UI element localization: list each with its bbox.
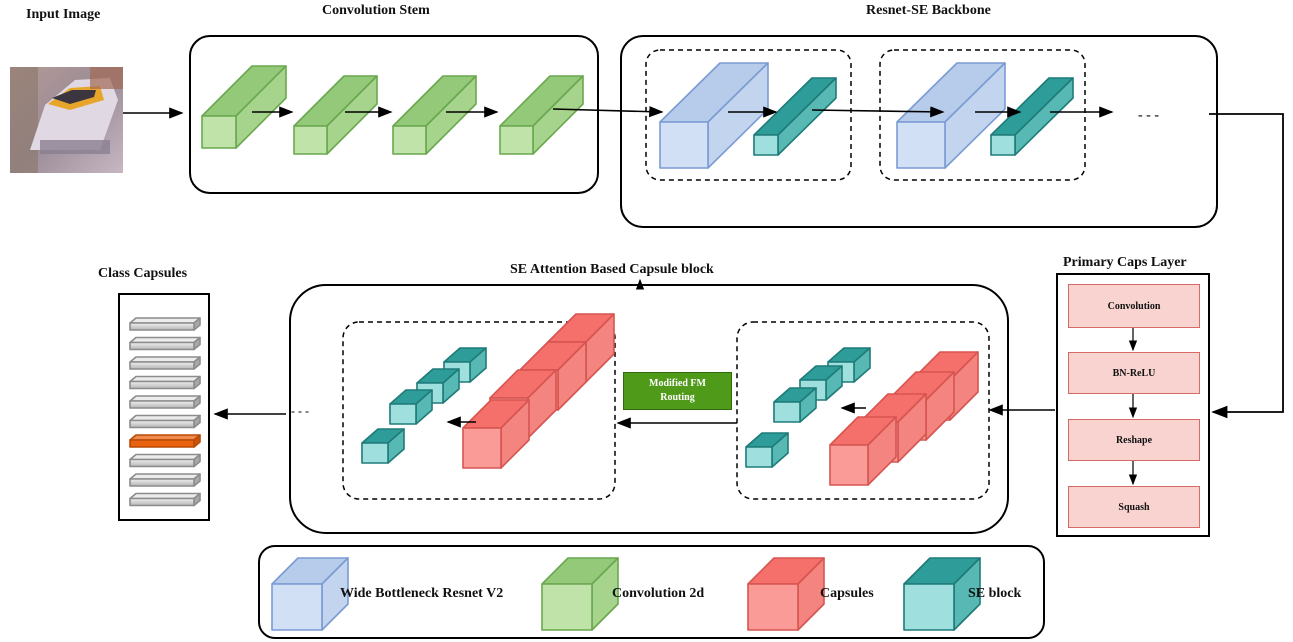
conv-stem-block-2	[293, 75, 378, 155]
legend-swatch-capsules	[747, 557, 825, 631]
class-capsule-bar-8	[129, 453, 201, 468]
convolution-stem-title: Convolution Stem	[322, 3, 430, 18]
primary-caps-squash: Squash	[1068, 486, 1200, 528]
routing-label-line2: Routing	[660, 392, 695, 403]
se-left-4	[361, 428, 405, 464]
capsule-ellipsis: - - -	[291, 404, 309, 418]
se-block-backbone-1	[753, 77, 837, 156]
primary-caps-panel	[1056, 273, 1210, 537]
primary-caps-bn-relu: BN-ReLU	[1068, 352, 1200, 394]
se-right-2	[799, 365, 843, 401]
modified-fm-routing: Modified FM Routing	[623, 372, 732, 410]
conv-stem-block-4	[499, 75, 584, 155]
backbone-ellipsis: - - -	[1138, 108, 1159, 123]
class-capsules-title: Class Capsules	[98, 266, 188, 281]
capsule-left-4	[462, 399, 530, 469]
capsule-block-title: SE Attention Based Capsule block	[510, 262, 714, 277]
legend-label-capsules: Capsules	[820, 586, 874, 601]
class-capsule-bar-5	[129, 395, 201, 409]
legend-swatch-resnet	[271, 557, 349, 631]
input-image	[10, 67, 123, 173]
input-image-title: Input Image	[26, 7, 101, 22]
arrow-se-1-resnet-2	[811, 106, 945, 118]
resnet-block-1	[659, 62, 769, 169]
legend-panel	[258, 545, 1045, 639]
class-capsule-bar-9	[129, 473, 201, 487]
class-capsule-bar-2	[129, 336, 201, 351]
se-right-4	[745, 432, 789, 468]
legend-label-resnet: Wide Bottleneck Resnet V2	[340, 586, 504, 601]
capsule-block-left-dashed	[342, 321, 616, 500]
class-capsules-panel	[118, 293, 210, 521]
class-capsule-bar-4	[129, 375, 201, 390]
primary-caps-convolution: Convolution	[1068, 284, 1200, 328]
resnet-backbone-title: Resnet-SE Backbone	[866, 3, 991, 18]
legend-label-se-block: SE block	[968, 586, 1022, 601]
class-capsule-bar-10	[129, 492, 201, 507]
primary-caps-title: Primary Caps Layer	[1063, 255, 1187, 270]
legend-swatch-conv2d	[541, 557, 619, 631]
legend-label-conv2d: Convolution 2d	[612, 586, 705, 601]
conv-stem-block-3	[392, 75, 477, 155]
se-right-3	[773, 387, 817, 423]
class-capsule-bar-7	[129, 434, 201, 448]
capsule-right-4	[829, 416, 897, 486]
capsule-block-panel	[289, 284, 1009, 534]
resnet-block-2	[896, 62, 1006, 169]
resnet-backbone-panel	[620, 35, 1218, 228]
arrow-stem-to-backbone	[552, 106, 664, 118]
class-capsule-bar-1	[129, 317, 201, 331]
routing-label-line1: Modified FM	[649, 378, 706, 389]
convolution-stem-panel	[189, 35, 599, 194]
legend-swatch-se-block	[903, 557, 981, 631]
primary-caps-reshape: Reshape	[1068, 419, 1200, 461]
conv-stem-block-1	[201, 65, 287, 149]
se-left-3	[389, 389, 433, 425]
class-capsule-bar-3	[129, 356, 201, 370]
class-capsule-bar-6	[129, 414, 201, 429]
arrow-backbone-to-primary-caps	[1209, 113, 1284, 419]
se-block-backbone-2	[990, 77, 1074, 156]
